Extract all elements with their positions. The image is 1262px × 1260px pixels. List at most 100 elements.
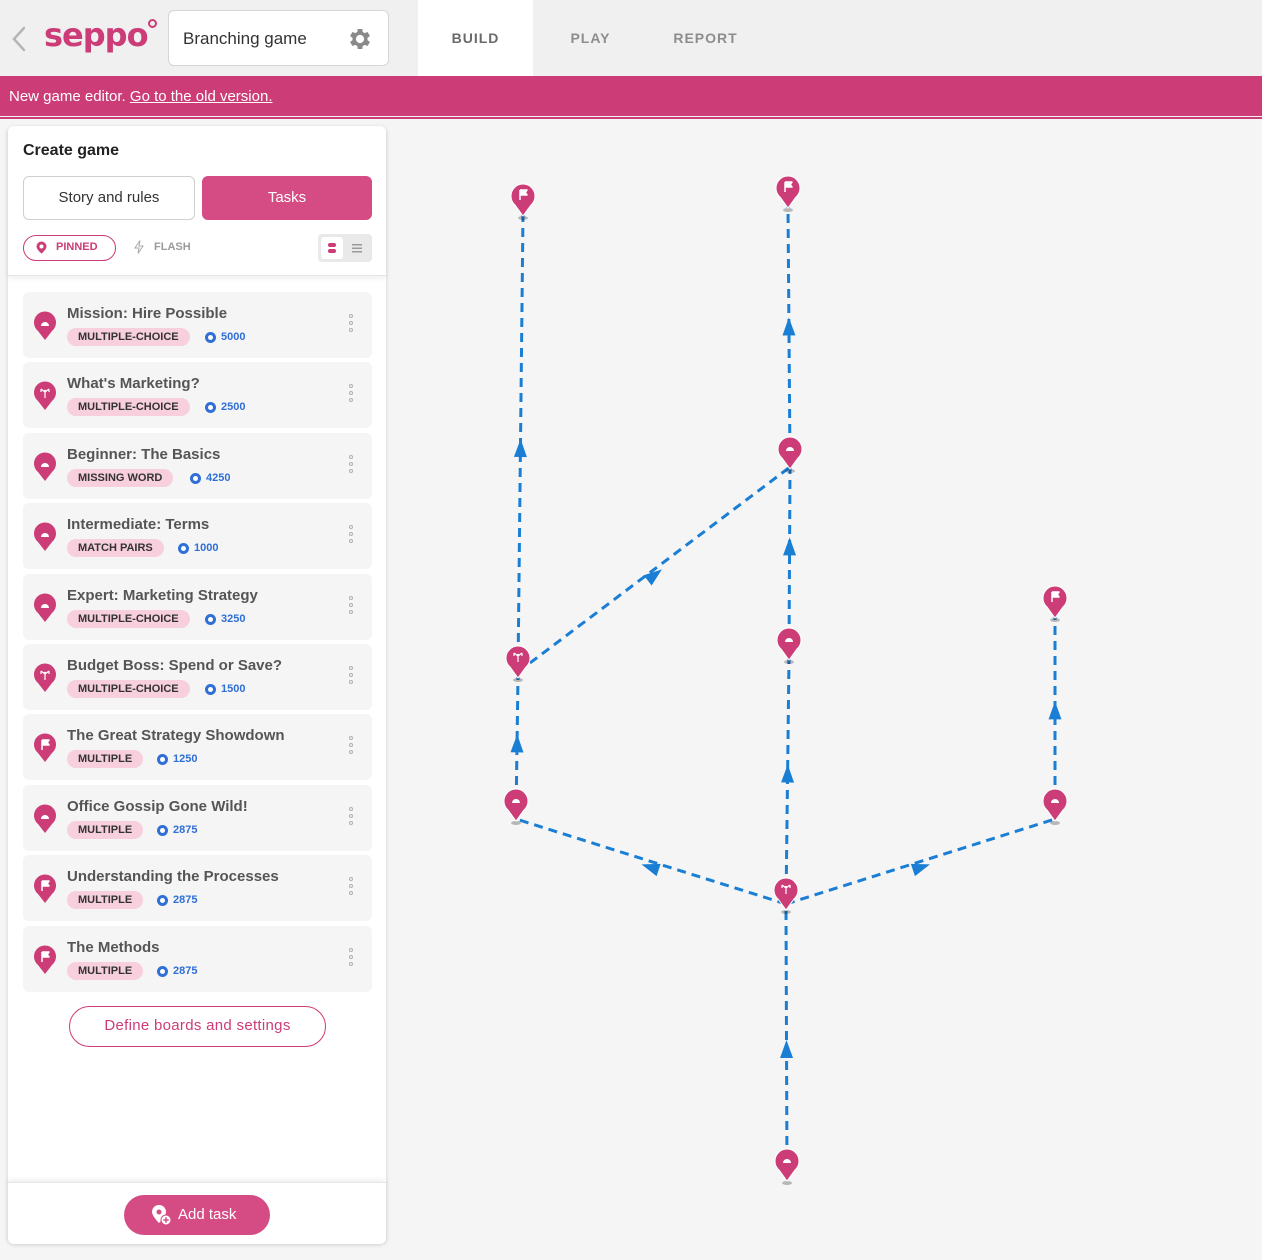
gear-icon[interactable] <box>346 25 374 53</box>
task-type-badge: MULTIPLE-CHOICE <box>67 609 190 628</box>
task-name: Budget Boss: Spend or Save? <box>67 657 283 674</box>
task-type-badge: MULTIPLE <box>67 961 144 980</box>
more-options-icon[interactable] <box>348 806 354 829</box>
path-arrow <box>1048 701 1062 720</box>
list-view-button[interactable] <box>346 237 368 259</box>
task-name: Expert: Marketing Strategy <box>67 586 258 604</box>
add-task-button[interactable]: Add task <box>124 1195 270 1235</box>
pin-shadow <box>782 1181 792 1185</box>
game-map[interactable] <box>390 119 1262 1260</box>
game-name-box[interactable]: Branching game <box>168 10 389 66</box>
task-type-badge: MULTIPLE-CHOICE <box>67 328 190 346</box>
more-options-icon[interactable] <box>348 525 354 547</box>
add-task-label: Add task <box>178 1206 237 1223</box>
tasks-button[interactable]: Tasks <box>202 176 372 220</box>
map-pin-pin[interactable] <box>777 436 803 473</box>
panel-footer: Add task <box>8 1182 386 1244</box>
task-type-badge: MULTIPLE-CHOICE <box>67 398 190 417</box>
panel-header: Create game Story and rules Tasks PINNED… <box>8 126 386 276</box>
pin-icon <box>36 241 47 254</box>
more-options-icon[interactable] <box>348 666 354 688</box>
task-name: Intermediate: Terms <box>67 516 210 534</box>
more-options-icon[interactable] <box>348 947 354 970</box>
tab-play[interactable]: PLAY <box>570 30 611 46</box>
map-pin-flag[interactable] <box>1042 585 1068 622</box>
task-card[interactable]: What's Marketing? MULTIPLE-CHOICE 2500 <box>23 362 372 429</box>
panel-title: Create game <box>23 142 120 159</box>
branch-icon <box>33 663 57 693</box>
path-line <box>785 817 1056 906</box>
map-pin-flag[interactable] <box>510 183 536 220</box>
more-options-icon[interactable] <box>348 877 354 899</box>
more-options-icon[interactable] <box>348 595 354 618</box>
pin-icon <box>783 1159 791 1163</box>
points-icon <box>205 613 216 625</box>
map-pin-pin[interactable] <box>774 1148 800 1185</box>
more-options-icon[interactable] <box>348 314 354 336</box>
flag-icon <box>519 189 528 200</box>
map-paths <box>510 205 1062 1176</box>
task-name: The Methods <box>67 938 160 956</box>
points-icon <box>157 965 168 977</box>
pin-shadow <box>785 469 795 473</box>
map-pin-branch[interactable] <box>773 877 799 914</box>
branch-icon <box>33 381 57 411</box>
banner-text: New game editor. <box>9 88 130 105</box>
map-pin-pin[interactable] <box>776 627 802 664</box>
task-points: 4250 <box>190 471 230 485</box>
task-name: What's Marketing? <box>67 375 200 393</box>
pin-icon <box>33 804 57 834</box>
lightning-icon <box>134 240 144 254</box>
points-value: 1500 <box>221 683 246 695</box>
tab-build[interactable]: BUILD <box>418 0 533 76</box>
back-arrow-icon[interactable] <box>8 24 30 54</box>
pin-shadow <box>513 678 523 682</box>
flag-icon <box>784 181 793 192</box>
logo-dot <box>148 19 157 28</box>
flag-icon <box>1051 591 1060 602</box>
task-card[interactable]: Budget Boss: Spend or Save? MULTIPLE-CHOI… <box>23 644 372 710</box>
task-type-badge: MULTIPLE-CHOICE <box>67 680 190 698</box>
task-type-badge: MATCH PAIRS <box>67 539 164 558</box>
story-and-rules-button[interactable]: Story and rules <box>23 176 195 220</box>
old-version-link[interactable]: Go to the old version. <box>129 88 273 105</box>
card-view-button[interactable] <box>321 237 343 259</box>
flag-icon <box>33 874 57 904</box>
map-pin-flag[interactable] <box>775 175 801 212</box>
pin-body <box>775 175 801 209</box>
map-pin-pin[interactable] <box>503 788 529 825</box>
pinned-filter-chip[interactable]: PINNED <box>23 235 116 261</box>
path-arrow <box>781 764 795 783</box>
points-value: 2875 <box>173 964 198 977</box>
path-arrow <box>643 569 662 586</box>
map-pin-pin[interactable] <box>1042 788 1068 825</box>
path-arrow <box>782 317 796 336</box>
points-value: 1250 <box>173 753 198 766</box>
list-view-icon <box>352 244 362 253</box>
task-points: 1000 <box>178 541 218 555</box>
pinned-label: PINNED <box>56 241 98 253</box>
pin-shadow <box>781 910 791 914</box>
pin-icon <box>1051 799 1059 803</box>
more-options-icon[interactable] <box>348 384 354 406</box>
flag-icon <box>33 733 57 763</box>
task-points: 2500 <box>205 400 245 414</box>
map-pin-branch[interactable] <box>505 645 531 682</box>
points-icon <box>157 754 168 766</box>
pin-body <box>777 436 803 470</box>
task-points: 1500 <box>205 682 245 696</box>
define-boards-button[interactable]: Define boards and settings <box>69 1006 326 1047</box>
more-options-icon[interactable] <box>348 736 354 758</box>
flash-filter-chip[interactable]: FLASH <box>130 235 191 261</box>
more-options-icon[interactable] <box>348 454 354 477</box>
tab-report[interactable]: REPORT <box>673 30 738 46</box>
points-value: 3250 <box>221 612 246 625</box>
